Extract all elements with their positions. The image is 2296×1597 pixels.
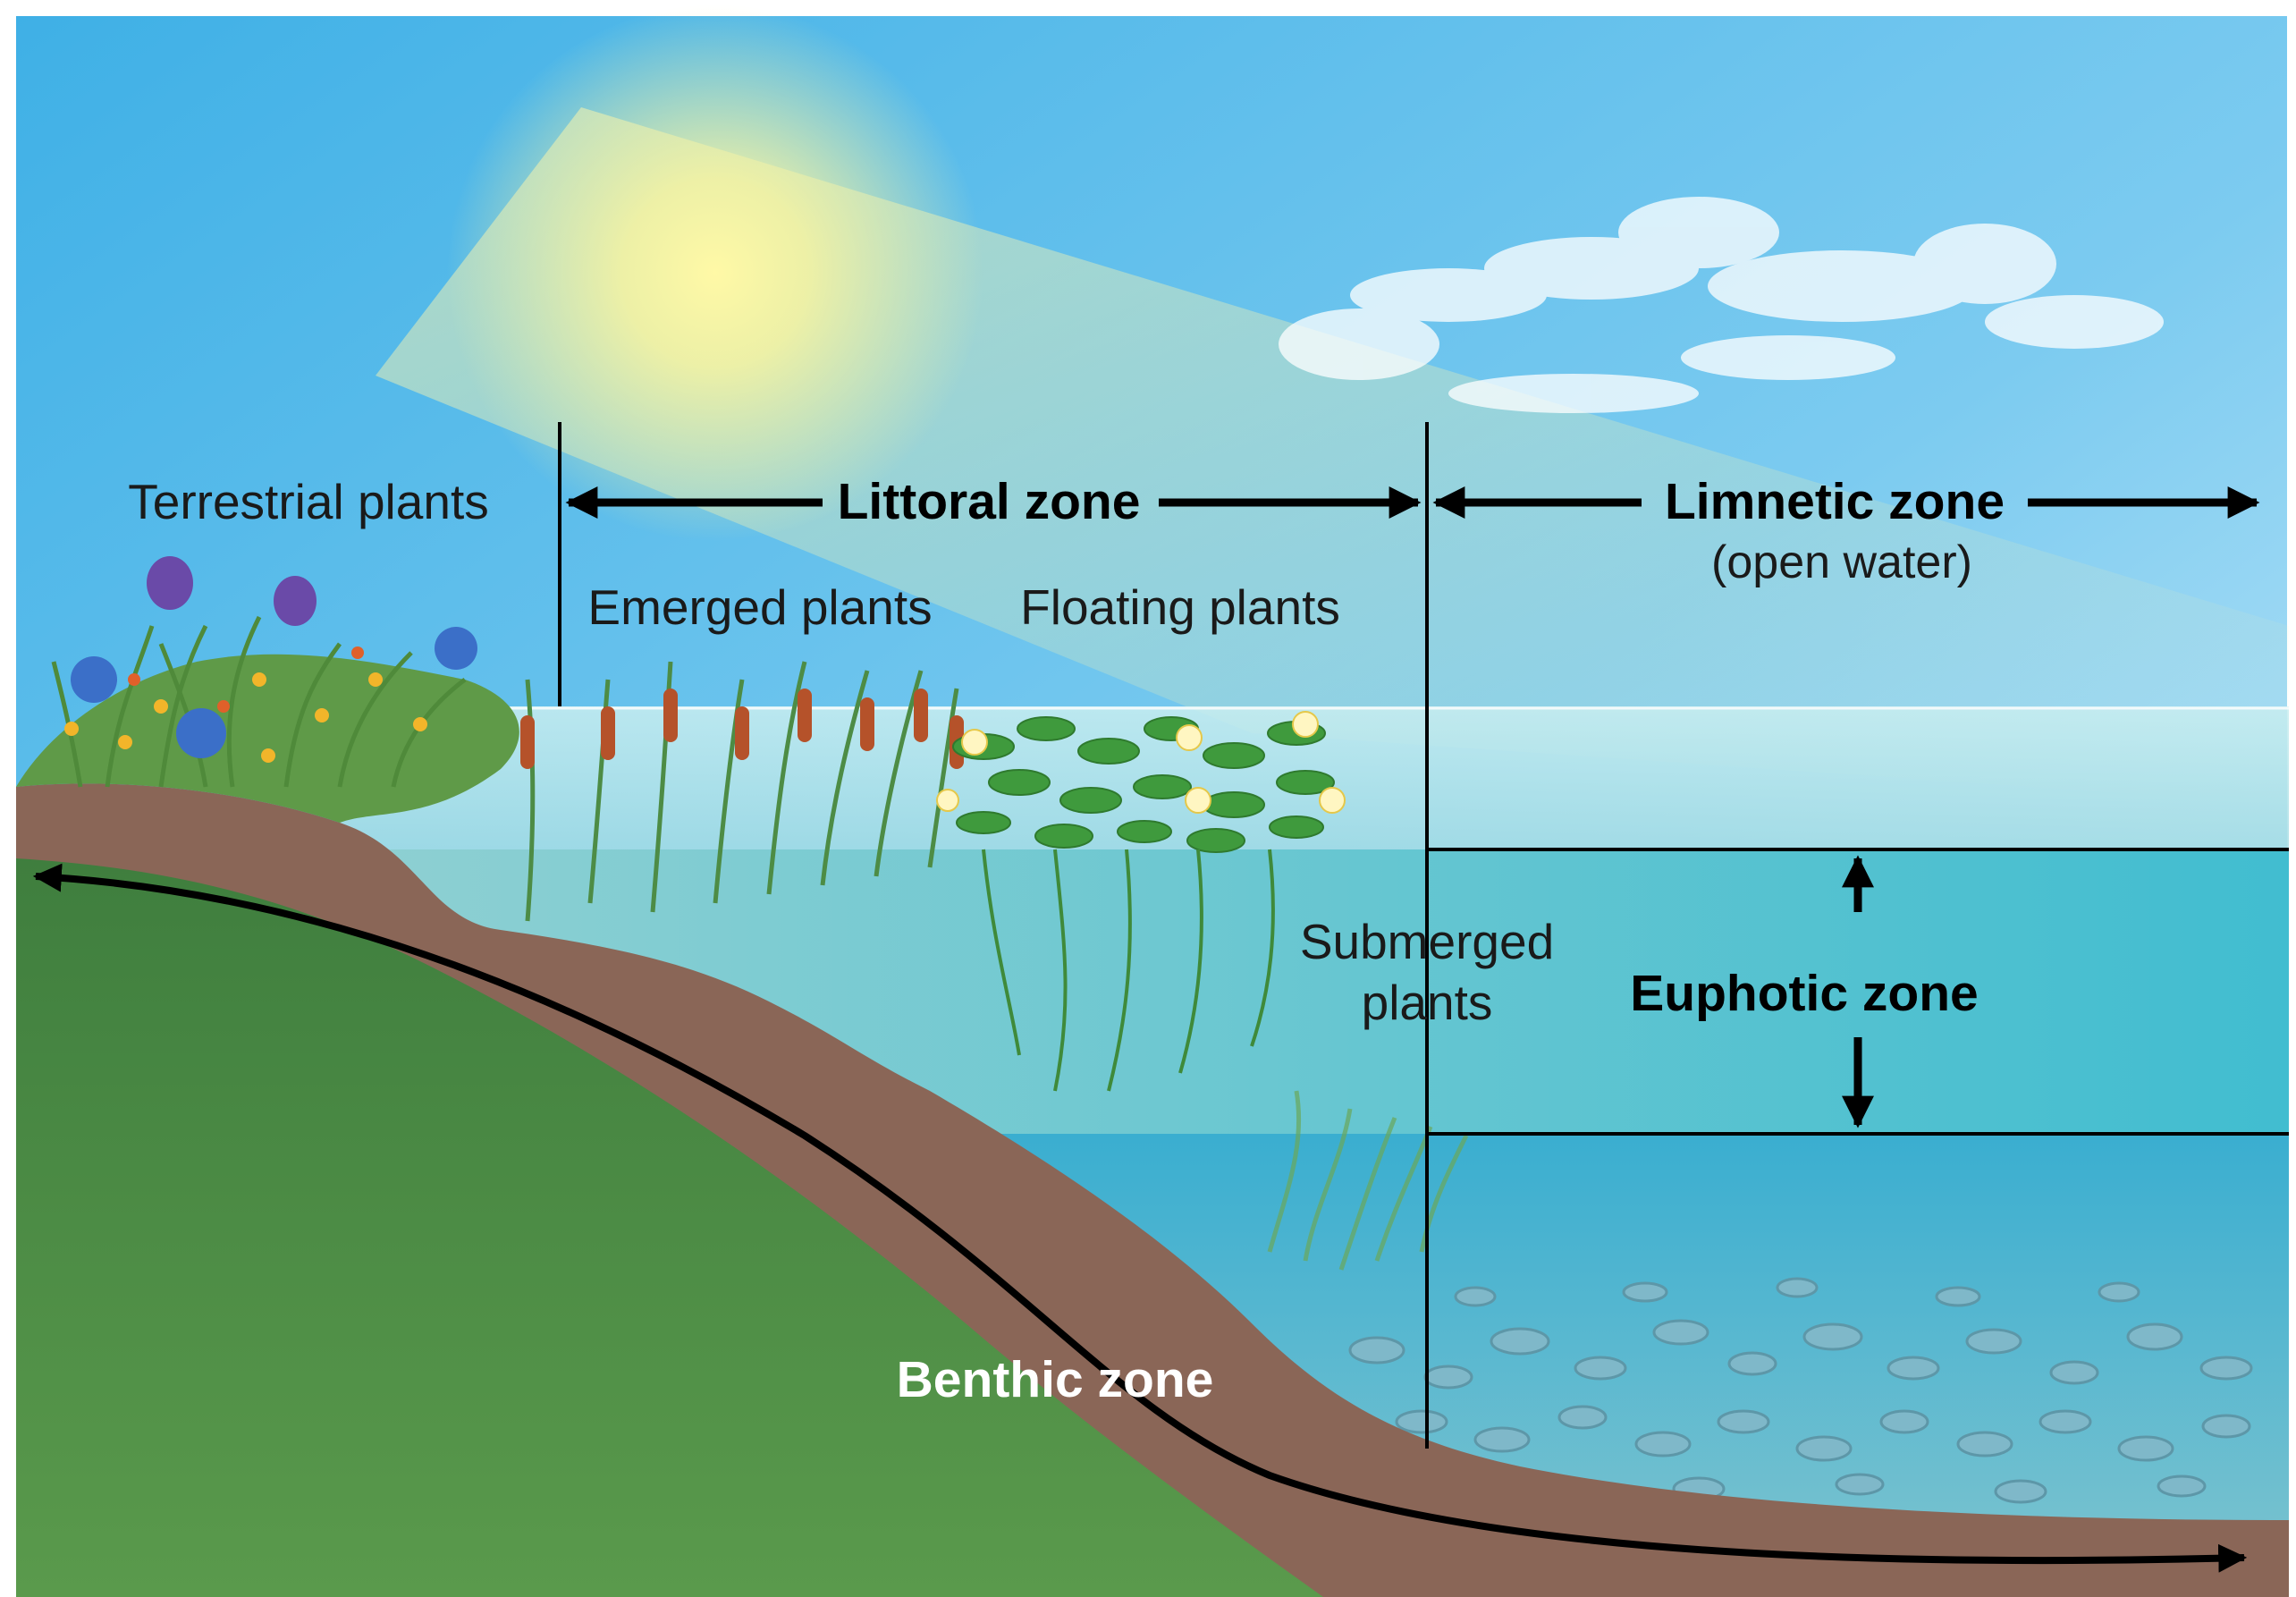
benthic-zone-label: Benthic zone <box>897 1351 1214 1408</box>
terrestrial-plants-label: Terrestrial plants <box>128 474 488 529</box>
clouds <box>1279 197 2164 413</box>
sun <box>447 4 983 541</box>
emerged-plants-label: Emerged plants <box>587 579 932 635</box>
floating-plants-label: Floating plants <box>1020 579 1340 635</box>
terrestrial-plants <box>51 556 477 788</box>
littoral-zone-label: Littoral zone <box>838 473 1141 530</box>
limnetic-zone-label: Limnetic zone <box>1665 473 2005 530</box>
floating-plants <box>936 711 1346 1092</box>
open-water-label: (open water) <box>1711 537 1972 588</box>
submerged-plants-label-line2: plants <box>1362 975 1493 1030</box>
benthic-arrow <box>32 863 2248 1573</box>
euphotic-zone-label: Euphotic zone <box>1630 965 1978 1022</box>
submerged-plants-label-line1: Submerged <box>1300 914 1554 969</box>
